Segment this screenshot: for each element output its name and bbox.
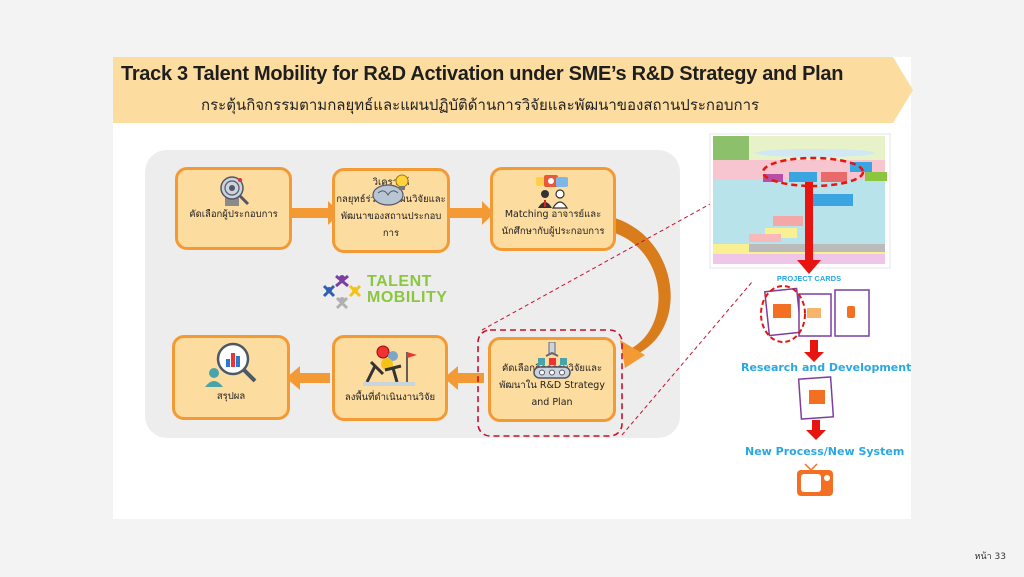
project-cards-illustration — [760, 285, 870, 343]
analysis-magnifier-icon — [205, 342, 257, 387]
roadmap-chart — [709, 133, 891, 269]
arrow-step2-to-step3 — [446, 201, 494, 225]
roadmap-illustration: PROJECT CARDS — [709, 133, 891, 496]
banner-arrow-shape — [113, 57, 913, 123]
page-title: Track 3 Talent Mobility for R&D Activati… — [121, 63, 844, 85]
logo-line2: MOBILITY — [367, 289, 448, 306]
teamwork-gears-icon — [363, 345, 417, 386]
step-label-line1: Matching อาจารย์และ — [504, 209, 602, 220]
step-label: คัดเลือกผู้ประกอบการ — [189, 209, 278, 220]
step-select-entrepreneur: คัดเลือกผู้ประกอบการ — [175, 167, 292, 250]
page-number: หน้า 33 — [974, 552, 1006, 562]
step-label: สรุปผล — [216, 391, 246, 402]
tv-icon — [797, 463, 833, 496]
step-field-research: ลงพื้นที่ดำเนินงานวิจัย — [332, 335, 448, 421]
arrow-step4-to-step5 — [444, 366, 484, 390]
new-process-label: New Process/New System — [745, 445, 905, 458]
red-down-arrow-2 — [804, 340, 824, 362]
rd-roadmap-panel: PROJECT CARDS Resea — [705, 132, 911, 512]
logo-text: TALENT MOBILITY — [367, 274, 447, 306]
step-label: ลงพื้นที่ดำเนินงานวิจัย — [344, 392, 436, 403]
people-circle-icon — [322, 274, 362, 310]
zoom-line-top — [481, 171, 769, 331]
step-summarize: สรุปผล — [172, 335, 290, 420]
brain-bulb-icon — [372, 174, 409, 206]
rd-card-illustration — [797, 376, 835, 420]
talent-mobility-logo: TALENT MOBILITY — [322, 272, 462, 312]
step-label-line2: พัฒนาใน R&D Strategy and Plan — [499, 380, 605, 408]
title-banner: Track 3 Talent Mobility for R&D Activati… — [113, 57, 913, 123]
target-search-icon — [219, 176, 249, 206]
curved-arrow-step3-to-step4 — [612, 218, 671, 368]
step-label-line3: พัฒนาของสถานประกอบการ — [340, 211, 442, 239]
logo-line1: TALENT — [367, 273, 432, 290]
highlight-dashed-box — [477, 329, 623, 437]
step-analyze-strategy: วิเคราะห์ กลยุทธ์ร่วมกับแผนวิจัยและ พัฒน… — [332, 168, 450, 253]
step-select-activity: คัดเลือกกิจกรรมวิจัยและ พัฒนาใน R&D Stra… — [488, 337, 616, 422]
page-subtitle: กระตุ้นกิจกรรมตามกลยุทธ์และแผนปฏิบัติด้า… — [201, 96, 760, 114]
red-down-arrow-3 — [806, 420, 826, 440]
step-label-line1: วิเคราะห์ — [372, 177, 410, 188]
step-label-line2: นักศึกษากับผู้ประกอบการ — [501, 226, 605, 237]
people-chat-icon — [536, 175, 569, 209]
red-down-arrow-1 — [797, 182, 821, 274]
zoom-line-bottom — [621, 281, 753, 436]
arrow-step5-to-step6 — [286, 366, 330, 390]
project-cards-label: PROJECT CARDS — [777, 274, 841, 283]
conveyor-robot-icon — [533, 342, 571, 379]
step-matching: Matching อาจารย์และ นักศึกษากับผู้ประกอบ… — [490, 167, 616, 251]
research-development-label: Research and Development — [741, 361, 912, 374]
